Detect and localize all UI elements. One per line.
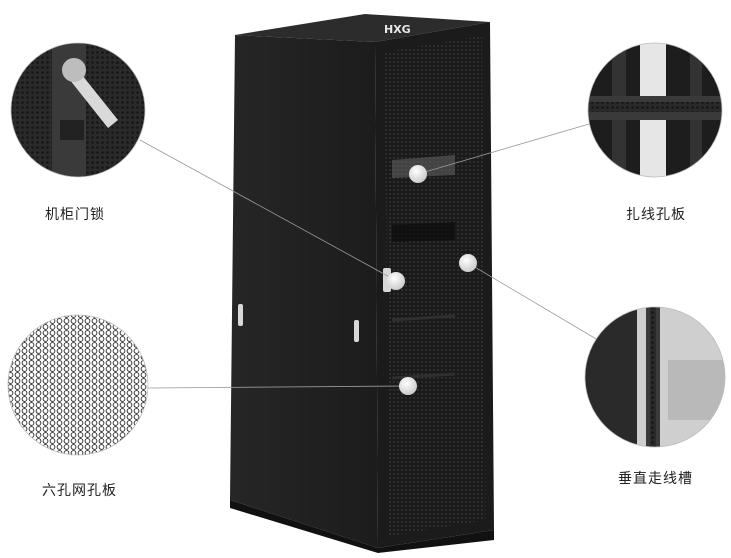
- hex-mesh-detail-photo: [7, 314, 149, 456]
- leader-hex: [147, 385, 409, 389]
- leader-tie: [417, 121, 597, 175]
- side-handle-right: [354, 320, 359, 342]
- callout-markers: [387, 165, 477, 395]
- marker-duct: [459, 254, 477, 272]
- marker-tie-panel: [409, 165, 427, 183]
- server-cabinet: HXG: [230, 14, 494, 553]
- brand-logo: HXG: [384, 23, 411, 36]
- lock-detail-photo: [10, 42, 146, 178]
- leader-lock: [139, 139, 396, 281]
- cable-tie-detail-photo: [587, 42, 723, 178]
- side-handle-left: [238, 304, 243, 326]
- label-cabinet-door-lock: 机柜门锁: [45, 207, 105, 223]
- label-cable-tie-panel: 扎线孔板: [626, 207, 686, 223]
- label-hexagonal-mesh-panel: 六孔网孔板: [42, 483, 117, 499]
- marker-hex-mesh: [399, 377, 417, 395]
- marker-lock: [387, 272, 405, 290]
- label-vertical-cable-duct: 垂直走线槽: [618, 471, 693, 487]
- cable-duct-detail-photo: [584, 306, 726, 448]
